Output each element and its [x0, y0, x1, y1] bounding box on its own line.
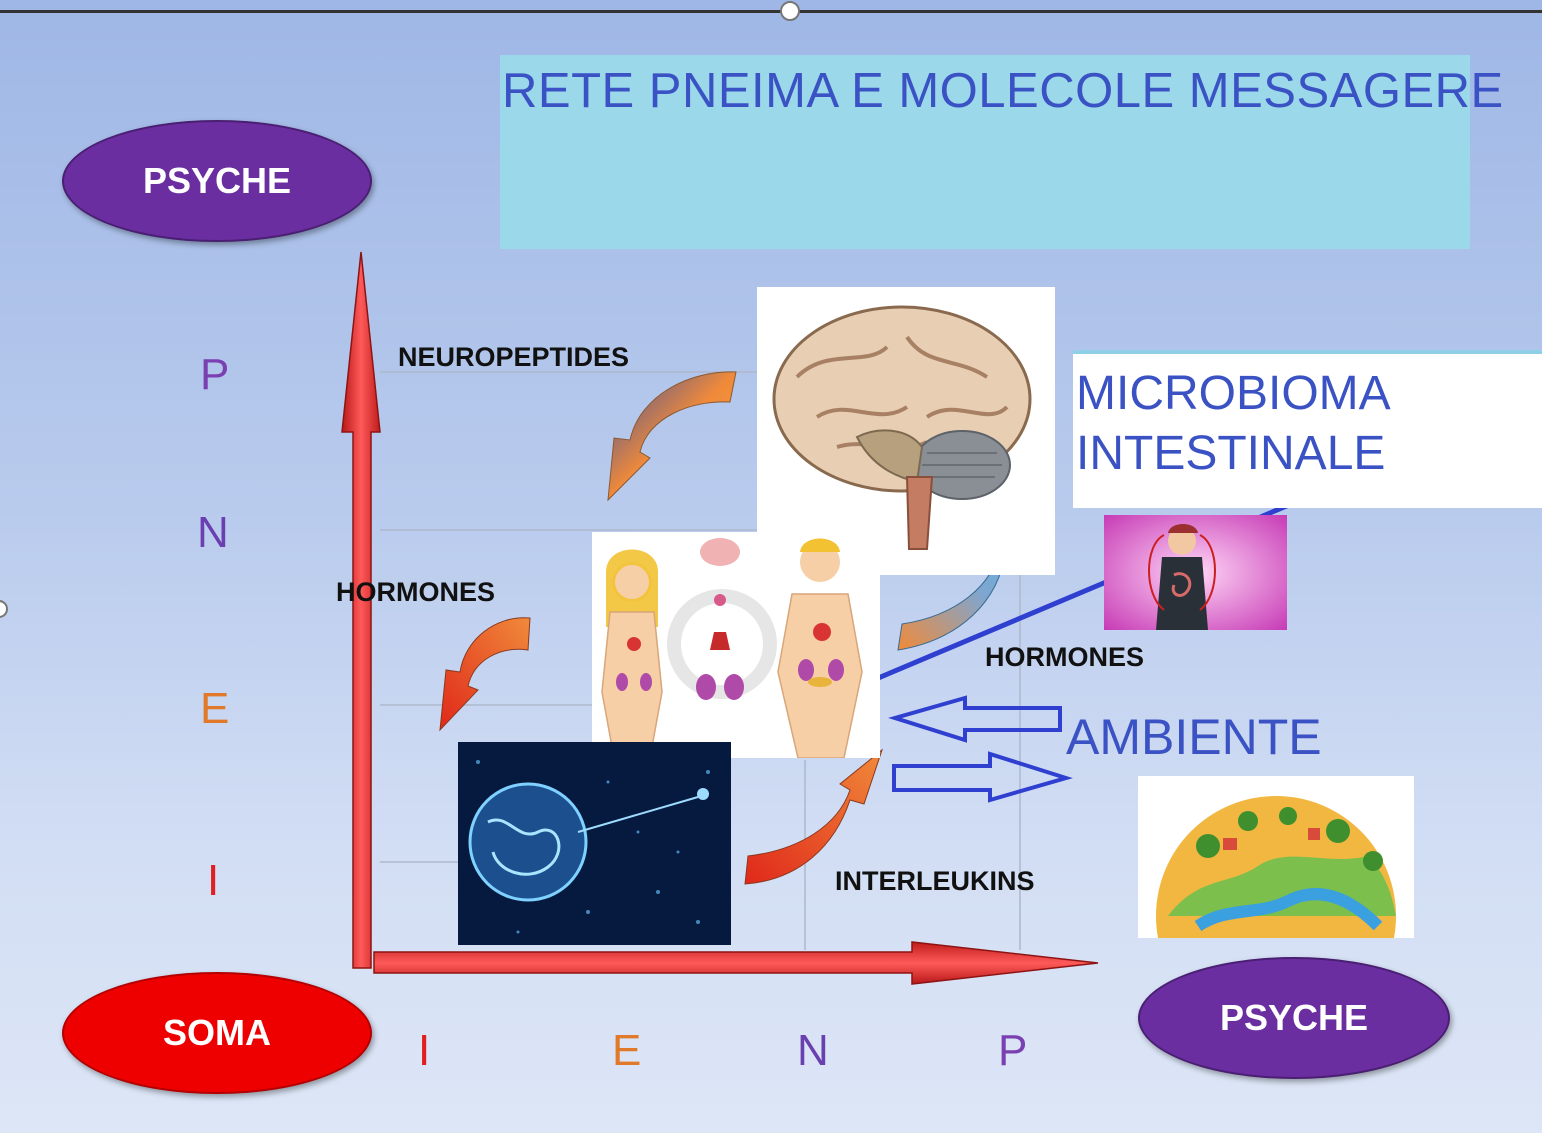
horizontal-letter-n: N	[797, 1026, 829, 1075]
ambiente-label: AMBIENTE	[1066, 709, 1322, 765]
vertical-letter-p: P	[200, 350, 230, 399]
brain-illustration	[757, 287, 1055, 575]
resize-handle-top[interactable]	[780, 1, 800, 21]
title-box: RETE PNEIMA E MOLECOLE MESSAGERE	[500, 55, 1504, 249]
soma-label: SOMA	[163, 1012, 271, 1053]
ambiente-outbound-arrow	[892, 751, 1073, 803]
slide-title: RETE PNEIMA E MOLECOLE MESSAGERE	[502, 64, 1504, 118]
psyche-bottom-ellipse: PSYCHE	[1138, 957, 1450, 1079]
vertical-letter-n: N	[197, 508, 229, 557]
horizontal-letter-p: P	[998, 1026, 1028, 1075]
horizontal-letter-i: I	[418, 1026, 431, 1075]
endocrine-system-illustration	[592, 532, 880, 758]
vertical-axis-arrow	[341, 251, 381, 969]
horizontal-letter-e: E	[612, 1026, 642, 1075]
curved-arrow-hormones-left	[439, 617, 531, 732]
top-frame-line	[0, 10, 1542, 13]
horizontal-axis-arrow	[373, 941, 1099, 985]
label-interleukins: INTERLEUKINS	[835, 866, 1035, 896]
ambiente-inbound-arrow	[888, 695, 1062, 743]
immune-cell-micrograph	[458, 742, 731, 945]
microbioma-line1: MICROBIOMA	[1076, 367, 1391, 420]
psyche-top-label: PSYCHE	[142, 160, 292, 201]
microbioma-box: MICROBIOMA INTESTINALE	[1073, 350, 1542, 508]
label-hormones-left: HORMONES	[336, 577, 496, 607]
label-hormones-right: HORMONES	[985, 642, 1145, 672]
curved-arrow-neuropeptides	[607, 371, 737, 502]
psyche-bottom-label: PSYCHE	[1219, 997, 1369, 1038]
curved-arrow-interleukins	[744, 748, 884, 885]
label-neuropeptides: NEUROPEPTIDES	[398, 342, 630, 372]
soma-ellipse: SOMA	[62, 972, 372, 1094]
psyche-top-ellipse: PSYCHE	[62, 120, 372, 242]
earth-environment-illustration	[1138, 776, 1414, 938]
vertical-letter-e: E	[200, 684, 230, 733]
gut-brain-axis-thumbnail	[1104, 515, 1287, 630]
vertical-letter-i: I	[207, 856, 220, 905]
microbioma-line2: INTESTINALE	[1076, 427, 1386, 480]
